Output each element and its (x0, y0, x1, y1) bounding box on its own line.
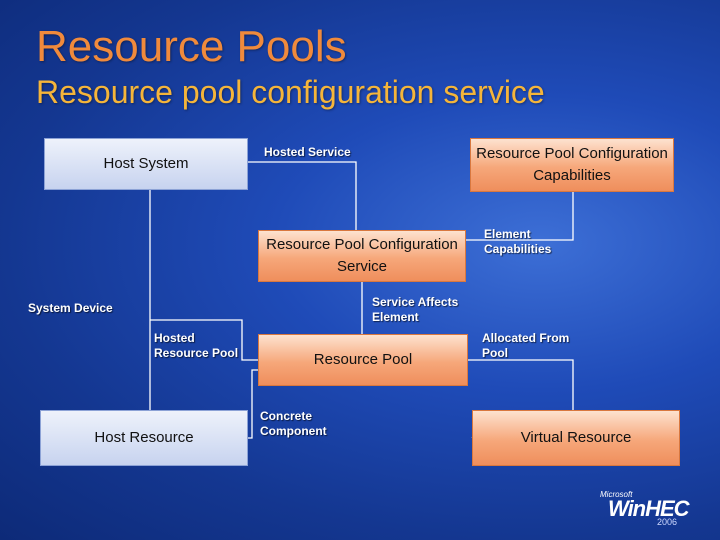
host-resource-label: Host Resource (94, 429, 194, 447)
winhec-logo: Microsoft WinHEC 2006 (600, 488, 690, 528)
concrete-component-text: Concrete Component (260, 409, 327, 438)
element-capabilities-line (466, 192, 574, 241)
allocated-from-pool-text: Allocated From Pool (482, 331, 570, 360)
rp-capabilities-label: Resource Pool Configuration Capabilities (476, 145, 668, 184)
hosted-resource-pool-line (150, 319, 258, 361)
slide-title: Resource Pools (36, 22, 347, 71)
host-resource-box: Host Resource (40, 410, 248, 466)
host-system-box: Host System (44, 138, 248, 190)
rp-capabilities-box: Resource Pool Configuration Capabilities (470, 138, 674, 192)
logo-name: WinHEC (608, 496, 690, 521)
logo-vendor: Microsoft (600, 490, 633, 499)
rp-config-service-label: Resource Pool Configuration Service (266, 236, 458, 275)
virtual-resource-label: Virtual Resource (520, 429, 632, 447)
logo-year: 2006 (657, 517, 678, 527)
service-affects-element-text: Service Affects Element (372, 295, 459, 324)
hosted-service-text: Hosted Service (264, 145, 351, 159)
hosted-resource-pool-text: Hosted Resource Pool (154, 331, 239, 360)
host-system-label: Host System (103, 155, 189, 173)
allocated-from-pool-line (468, 359, 574, 410)
virtual-resource-box: Virtual Resource (472, 410, 680, 466)
slide-subtitle: Resource pool configuration service (36, 74, 545, 110)
hosted-service-line (248, 161, 357, 230)
system-device-text: System Device (28, 301, 113, 315)
resource-pool-box: Resource Pool (258, 334, 468, 386)
element-capabilities-text: Element Capabilities (484, 227, 552, 256)
rp-config-service-box: Resource Pool Configuration Service (258, 230, 466, 282)
concrete-component-line (248, 369, 258, 439)
resource-pool-label: Resource Pool (313, 351, 413, 369)
